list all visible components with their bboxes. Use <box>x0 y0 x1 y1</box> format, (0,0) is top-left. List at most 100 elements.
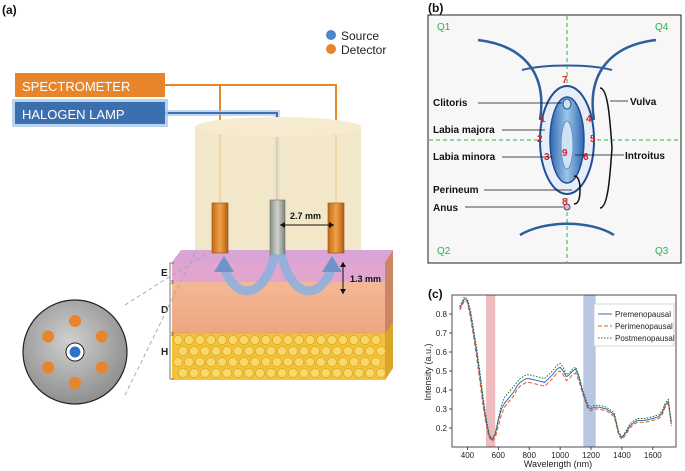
distance-arrow-right <box>329 222 334 228</box>
x-axis-label: Wavelength (nm) <box>524 459 592 469</box>
fat-cell-68 <box>299 368 309 378</box>
point-2: 2 <box>537 134 543 145</box>
x-tick-label-1200: 1200 <box>582 451 600 460</box>
fat-cell-37 <box>376 346 386 356</box>
probe-tip-detector-5 <box>69 315 81 327</box>
y-tick-label-0.8: 0.8 <box>436 310 448 319</box>
panel-a-label: (a) <box>2 3 17 17</box>
panel-c-label: (c) <box>428 287 443 301</box>
probe-tip-source <box>69 346 81 358</box>
fat-cell-61 <box>222 368 232 378</box>
x-tick-label-1600: 1600 <box>644 451 662 460</box>
fat-cell-62 <box>233 368 243 378</box>
shaded-band-1 <box>485 295 496 447</box>
legend-label-perimenopausal: Perimenopausal <box>615 322 673 331</box>
fat-cell-32 <box>321 346 331 356</box>
quadrant-q2: Q2 <box>437 246 451 257</box>
x-tick-label-800: 800 <box>523 451 537 460</box>
distance-label: 2.7 mm <box>290 211 321 221</box>
fat-cell-20 <box>189 346 199 356</box>
point-5: 5 <box>590 134 596 145</box>
source-legend-label: Source <box>341 29 379 43</box>
probe-tip-detector-2 <box>69 377 81 389</box>
fat-cell-39 <box>184 357 194 367</box>
fat-cell-15 <box>338 335 348 345</box>
fat-cell-73 <box>354 368 364 378</box>
zoom-leader-bottom <box>124 252 196 396</box>
fat-cell-40 <box>195 357 205 367</box>
fat-cell-57 <box>178 368 188 378</box>
light-path-right-arrow <box>322 256 342 272</box>
perineum-brace <box>573 175 581 205</box>
legend-label-premenopausal: Premenopausal <box>615 310 671 319</box>
fat-cell-27 <box>266 346 276 356</box>
fat-cell-14 <box>327 335 337 345</box>
chart-legend-box <box>593 303 675 347</box>
x-tick-label-1000: 1000 <box>551 451 569 460</box>
thigh-outline-left <box>477 38 543 121</box>
anus-shape <box>563 203 571 211</box>
fat-cell-53 <box>338 357 348 367</box>
detector-legend-dot <box>326 44 336 54</box>
fat-cell-44 <box>239 357 249 367</box>
fat-cell-72 <box>343 368 353 378</box>
point-1: 1 <box>540 114 546 125</box>
fat-cell-59 <box>200 368 210 378</box>
buttock-outline <box>519 222 615 237</box>
fat-cell-34 <box>343 346 353 356</box>
fat-cell-58 <box>189 368 199 378</box>
fat-cell-35 <box>354 346 364 356</box>
quadrant-q1: Q1 <box>437 22 451 33</box>
probe-housing-top <box>195 117 361 137</box>
dermis-label: D <box>161 305 168 316</box>
light-path-left <box>219 253 279 296</box>
hypodermis-side-face <box>385 322 393 380</box>
source-fiber <box>269 199 286 257</box>
fat-cell-56 <box>371 357 381 367</box>
clitoris-shape <box>562 98 572 110</box>
fat-cell-69 <box>310 368 320 378</box>
hypodermis-bracket <box>169 334 174 380</box>
x-tick-label-400: 400 <box>461 451 475 460</box>
fat-cell-41 <box>206 357 216 367</box>
fat-cell-30 <box>299 346 309 356</box>
fat-cell-71 <box>332 368 342 378</box>
fat-cell-36 <box>365 346 375 356</box>
spectrometer-label: SPECTROMETER <box>22 79 130 94</box>
dermis-layer <box>172 282 385 334</box>
fat-cell-26 <box>255 346 265 356</box>
zoom-leader-top <box>124 252 208 306</box>
fat-cell-8 <box>261 335 271 345</box>
spectrometer-box <box>15 73 165 97</box>
label-anus: Anus <box>433 203 458 214</box>
fat-cell-51 <box>316 357 326 367</box>
y-tick-label-0.3: 0.3 <box>436 405 448 414</box>
epidermis-bracket <box>169 262 174 282</box>
detector-fiber-left <box>211 202 229 254</box>
distance-arrow-left <box>280 222 285 228</box>
y-axis-label: Intensity (a.u.) <box>423 343 433 400</box>
fat-cell-7 <box>250 335 260 345</box>
lamp-label: HALOGEN LAMP <box>22 107 125 122</box>
fat-cell-31 <box>310 346 320 356</box>
fat-cell-28 <box>277 346 287 356</box>
fat-cell-42 <box>217 357 227 367</box>
probe-tip-detector-3 <box>42 361 55 374</box>
mons-outline <box>521 64 613 71</box>
fat-cell-25 <box>244 346 254 356</box>
depth-arrow-top <box>340 262 346 267</box>
panel-a: (a) Source Detector SPECTROMETER HALOGEN… <box>2 3 393 405</box>
vulva-brace <box>599 87 613 209</box>
dermis-bracket <box>169 282 174 334</box>
panel-b-label: (b) <box>428 1 443 15</box>
point-9: 9 <box>562 148 568 159</box>
fat-cell-24 <box>233 346 243 356</box>
fat-cell-47 <box>272 357 282 367</box>
point-8: 8 <box>562 197 568 208</box>
introitus-shape <box>560 120 574 170</box>
probe-tip-detectors <box>42 315 108 389</box>
y-tick-label-0.5: 0.5 <box>436 367 448 376</box>
